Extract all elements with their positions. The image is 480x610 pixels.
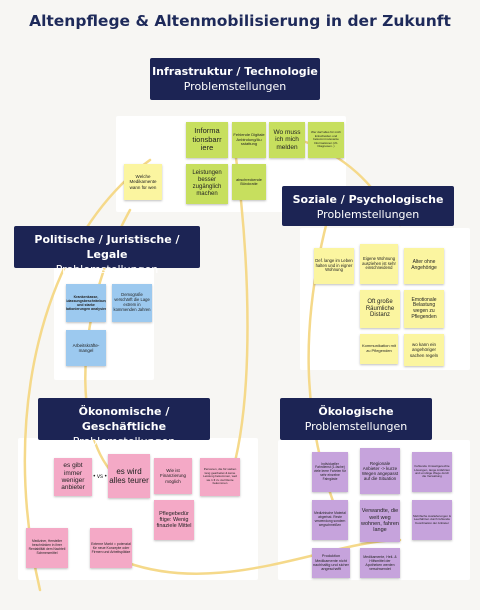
sticky-note: Individueller Fahrdienst (1-fache) viele… bbox=[312, 452, 348, 492]
sticky-note: Emotionale Belastung wegen zu Pflegenden bbox=[404, 290, 444, 328]
sticky-note: Mediziner, Hersteller beschränken in ihr… bbox=[26, 528, 68, 568]
sticky-note: Arbeitskräfte-mangel bbox=[66, 330, 106, 366]
sticky-note: Medizinische Material abgerisst. Reste v… bbox=[312, 500, 348, 540]
header-politisch: Politische / Juristische / Legale Proble… bbox=[14, 226, 200, 276]
header-oeko: Ökonomische / Geschäftliche Problemstell… bbox=[38, 398, 210, 448]
header-oekologisch-subtitle: Problemstellungen bbox=[304, 420, 408, 433]
sticky-note: Informa tionsbarr iere bbox=[186, 122, 228, 158]
sticky-note: Def. lange im Leben halten und in eigner… bbox=[314, 248, 354, 284]
sticky-note: Alter ohne Angehörige bbox=[404, 248, 444, 284]
sticky-note: Eigene Wohnung ausziehen ist sehr einsch… bbox=[360, 244, 398, 284]
header-oekologisch: Ökologische Problemstellungen bbox=[280, 398, 432, 440]
vs-label: • vs • bbox=[93, 473, 107, 480]
header-oeko-subtitle: Problemstellungen bbox=[72, 435, 176, 448]
sticky-note: Mehrfache Auslieferungen & Leerfahrten d… bbox=[412, 500, 452, 540]
sticky-note: Verwandte, die weit weg wohnen, fahren l… bbox=[360, 500, 400, 542]
sticky-note: Externe Markt = potenzial für neue Konze… bbox=[90, 528, 132, 568]
header-infra-subtitle: Problemstellungen bbox=[183, 80, 287, 93]
header-infra: Infrastruktur / Technologie Problemstell… bbox=[150, 58, 320, 100]
sticky-note: Welche Medikamente wann für wen bbox=[124, 164, 162, 200]
sticky-note: Wer darf alles für mich Entscheiden und … bbox=[308, 122, 344, 158]
sticky-note: Fehlende Digitale Anbindung/Au sstattung bbox=[232, 122, 266, 158]
sticky-note: Wie ist Finanzierung möglich bbox=[154, 458, 192, 494]
connector-left-arc bbox=[23, 158, 152, 592]
connector-bottom bbox=[118, 538, 402, 575]
sticky-note: Krankenkasse, Zulassungsbeschränkung und… bbox=[66, 284, 106, 322]
header-oeko-title: Ökonomische / Geschäftliche bbox=[78, 405, 170, 433]
page-title: Altenpflege & Altenmobilisierung in der … bbox=[29, 12, 451, 30]
header-sozial: Soziale / Psychologische Problemstellung… bbox=[282, 186, 454, 226]
sticky-note: Personen, die für sieben lang gearbeitet… bbox=[200, 458, 240, 496]
header-infra-title: Infrastruktur / Technologie bbox=[152, 65, 318, 78]
header-sozial-title: Soziale / Psychologische bbox=[292, 193, 444, 206]
sticky-note: Fehlende Umweltgerechte Lösungen, lange … bbox=[412, 452, 452, 492]
header-politisch-subtitle: Problemstellungen bbox=[55, 263, 159, 276]
sticky-note: Oft große Räumliche Distanz bbox=[360, 290, 400, 328]
sticky-note: Wo muss ich mich melden bbox=[269, 122, 305, 158]
sticky-note: Medikamente, Heil- & Hilfsmittel der Apo… bbox=[360, 548, 400, 578]
sticky-note: wo kann ein angehöriger sachen regeln bbox=[404, 334, 444, 366]
sticky-note: abschreckende Bürokratie bbox=[232, 164, 266, 200]
sticky-note: Demografie verschärft die Lage extrem in… bbox=[112, 284, 152, 322]
sticky-note: Kommunikation mit zu Pflegenden bbox=[360, 334, 398, 364]
header-sozial-subtitle: Problemstellungen bbox=[316, 208, 420, 221]
sticky-note: Pflegebedür ftige: Wenig finaziele Mitte… bbox=[154, 500, 194, 540]
sticky-note: es wird alles teurer bbox=[108, 454, 150, 498]
sticky-note: Produktion Medikamente nicht nachhaltig … bbox=[312, 548, 350, 578]
header-oekologisch-title: Ökologische bbox=[318, 405, 394, 418]
header-politisch-title: Politische / Juristische / Legale bbox=[34, 233, 180, 261]
sticky-note: Leistungen besser zugänglich machen bbox=[186, 164, 228, 204]
sticky-note: es gibt immer weniger anbieter bbox=[54, 458, 92, 496]
sticky-note: Regionale Anbieter -> kurze Wegen angepa… bbox=[360, 448, 400, 494]
